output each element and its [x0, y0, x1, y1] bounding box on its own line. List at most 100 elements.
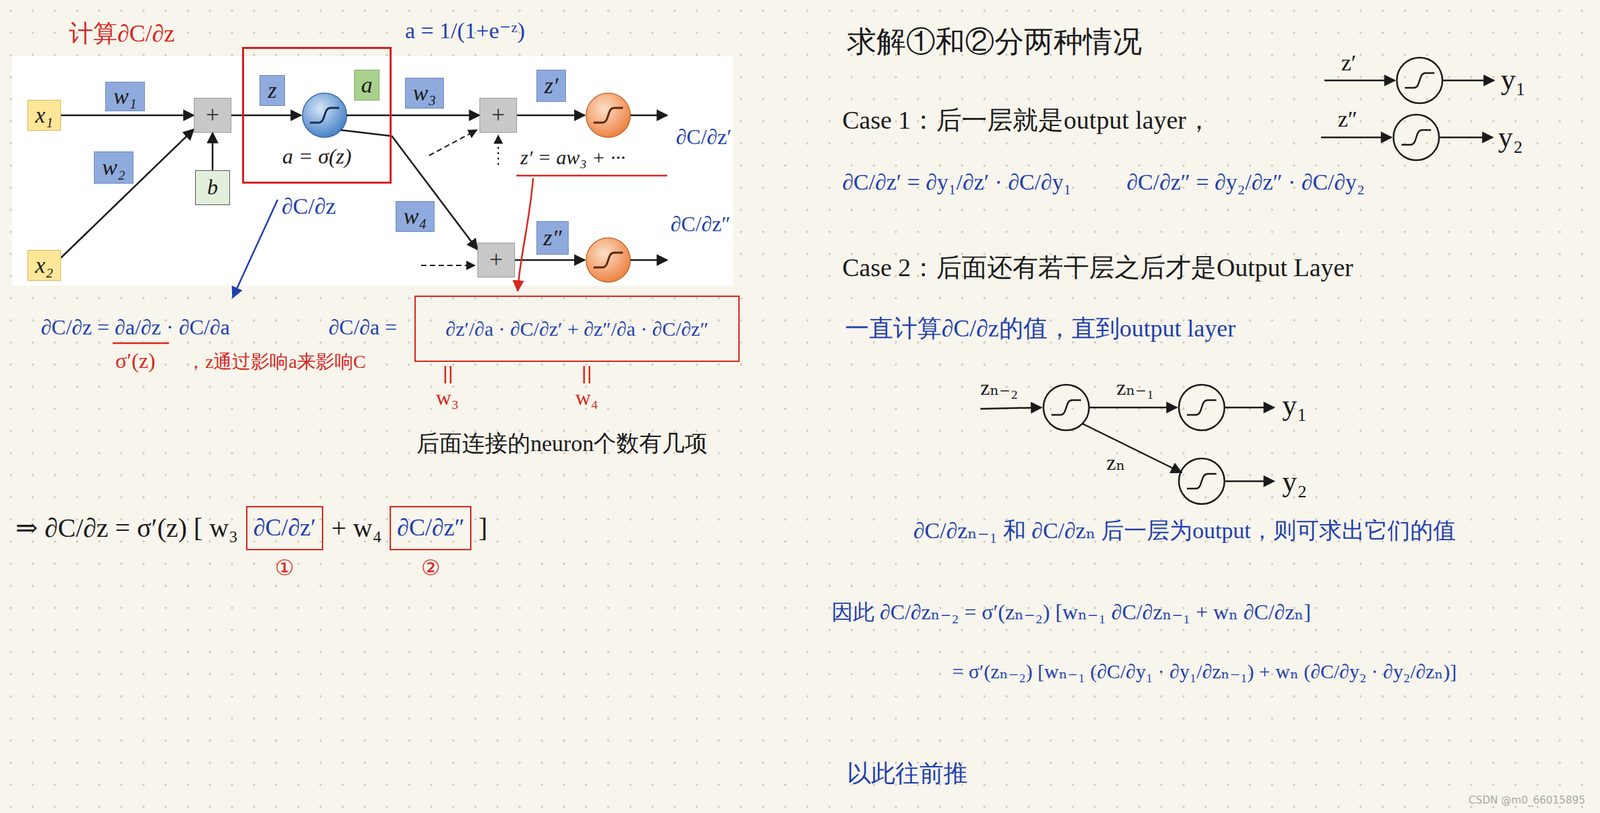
sigmoid-symbol — [1186, 400, 1217, 416]
weight-box: w₁ — [105, 81, 145, 112]
equal-mark — [583, 366, 586, 384]
node-text: + — [491, 101, 505, 129]
equal-mark — [444, 366, 447, 384]
node-text: w₂ — [101, 154, 126, 180]
output-label: y₁ — [1500, 63, 1526, 98]
node-text: ∂C/∂z″ — [396, 515, 465, 542]
wire — [1442, 79, 1495, 82]
sigmoid-symbol — [1401, 130, 1432, 145]
pointer-arrow — [232, 199, 278, 298]
callout-number: ② — [421, 555, 441, 581]
sigmoid-symbol — [1404, 73, 1435, 88]
gradient-label: ∂C/∂z″ — [670, 211, 731, 237]
note: 后面连接的neuron个数有几项 — [416, 430, 708, 457]
signal-label: z′ — [1341, 49, 1357, 76]
formula: a = 1/(1+e⁻ᶻ) — [405, 17, 526, 44]
equal-mark — [449, 366, 452, 384]
dotted-wire — [497, 135, 499, 165]
node-text: ∂C/∂z′ — [253, 515, 316, 542]
connector-arrow — [211, 132, 214, 171]
node-text: z′ — [544, 73, 559, 98]
signal-label: zₙ₋₁ — [1116, 375, 1155, 401]
formula: ∂C/∂z = ∂a/∂z · ∂C/∂a — [40, 315, 231, 340]
sigmoid-neuron — [586, 93, 631, 138]
node-text: x₂ — [35, 252, 54, 278]
dashed-wire — [429, 130, 477, 156]
neuron-circle — [1393, 114, 1440, 161]
output-label: y₂ — [1282, 465, 1307, 500]
underline — [516, 175, 668, 178]
wire — [630, 114, 668, 117]
connector-arrow — [231, 114, 243, 117]
signal-label: zₙ₋₂ — [980, 375, 1018, 401]
weight-box: w₂ — [93, 151, 134, 184]
node-text: ∂z′/∂a · ∂C/∂z′ + ∂z″/∂a · ∂C/∂z″ — [445, 317, 709, 340]
gradient-label: ∂C/∂z — [281, 193, 336, 220]
wire — [1224, 480, 1275, 483]
wire — [980, 407, 1042, 410]
note: ，z通过影响a来影响C — [186, 351, 367, 373]
formula: z′ = aw₃ + ··· — [520, 146, 626, 170]
variable-box: z — [259, 75, 285, 106]
node-text: z — [267, 77, 277, 103]
formula: w₄ — [575, 385, 599, 411]
sigmoid-symbol — [593, 252, 623, 268]
sum-box: + — [479, 97, 518, 133]
output-label: y₂ — [1498, 120, 1523, 155]
wire — [1082, 423, 1182, 473]
wire — [340, 130, 392, 137]
signal-label: zₙ — [1106, 450, 1126, 476]
wire — [1324, 79, 1395, 82]
sum-box: + — [477, 242, 516, 278]
wire — [1224, 407, 1275, 410]
note: 以此往前推 — [846, 760, 968, 788]
node-text: + — [489, 246, 503, 274]
heading-note: 计算∂C/∂z — [69, 20, 176, 48]
neuron-circle — [1178, 384, 1225, 431]
neuron-circle — [1396, 57, 1443, 104]
formula: 因此 ∂C/∂zₙ₋₂ = σ′(zₙ₋₂) [wₙ₋₁ ∂C/∂zₙ₋₁ + … — [831, 600, 1311, 625]
signal-label: z″ — [1337, 105, 1358, 133]
wire — [1089, 407, 1177, 410]
highlight-box: ∂C/∂z′ — [246, 506, 324, 551]
neuron-highlight: a = σ(z)za — [242, 46, 392, 184]
weight-box: w₃ — [405, 77, 444, 109]
formula: ⇒ ∂C/∂z = σ′(z) [ w₃ — [15, 512, 239, 544]
note: Case 2：后面还有若干层之后才是Output Layer — [842, 253, 1354, 283]
connector-arrow — [391, 114, 480, 117]
sum-box: + — [193, 97, 232, 133]
bias-box: b — [195, 170, 231, 206]
sigmoid-neuron — [586, 238, 631, 283]
note: Case 1：后一层就是output layer， — [842, 105, 1212, 136]
wire — [630, 259, 668, 262]
neuron-circle — [1043, 384, 1090, 431]
node-text: z″ — [543, 225, 562, 251]
node-text: b — [207, 175, 218, 200]
note: 一直计算∂C/∂z的值，直到output layer — [844, 315, 1236, 343]
sigmoid-neuron — [302, 93, 347, 138]
gradient-label: ∂C/∂z′ — [675, 124, 732, 150]
node-text: a = σ(z) — [282, 144, 352, 169]
node-text: x₁ — [35, 102, 54, 128]
equal-mark — [588, 366, 591, 384]
sigmoid-symbol — [1051, 400, 1081, 416]
node-text: w₄ — [403, 203, 428, 229]
weight-box: w₄ — [395, 201, 435, 233]
formula: ∂C/∂a = — [328, 315, 397, 340]
formula: + w₄ — [331, 512, 382, 544]
node-text: w₃ — [413, 80, 437, 106]
callout-number: ① — [274, 555, 295, 581]
sigmoid-symbol — [593, 107, 623, 123]
connector-arrow — [61, 129, 194, 259]
watermark: CSDN @m0_66015895 — [1468, 795, 1586, 808]
wire — [242, 114, 302, 117]
output-label: y₁ — [1282, 388, 1307, 424]
dashed-wire — [421, 264, 475, 267]
sigmoid-symbol — [309, 107, 340, 123]
connector-arrow — [391, 136, 478, 251]
formula: w₃ — [435, 385, 459, 411]
node-text: + — [205, 101, 220, 129]
